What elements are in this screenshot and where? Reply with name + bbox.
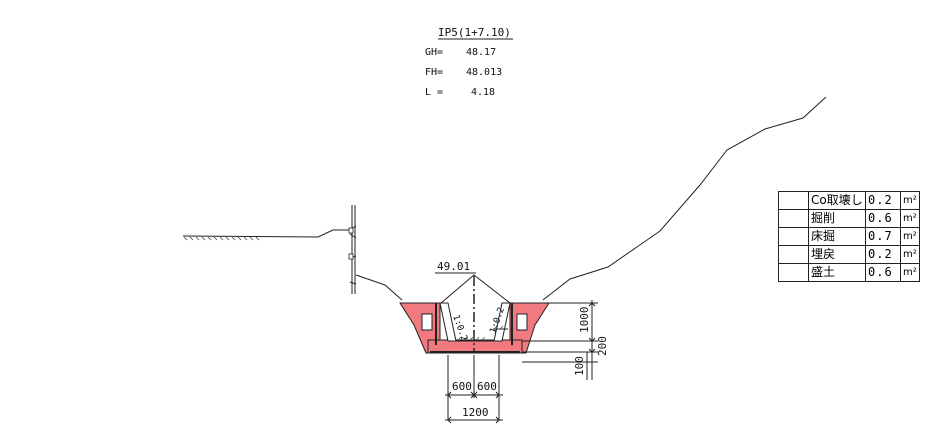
dim-sub: 100 bbox=[573, 356, 586, 376]
quantity-value: 0.2 bbox=[865, 191, 901, 210]
ip-label: IP5(1+7.10) bbox=[438, 26, 511, 39]
quantity-item: 掘削 bbox=[808, 209, 866, 228]
quantity-item: 床掘 bbox=[808, 227, 866, 246]
dim-base: 200 bbox=[596, 336, 609, 356]
dim-half-right: 600 bbox=[477, 380, 497, 393]
quantity-blank-cell bbox=[778, 245, 809, 264]
left-road-surface bbox=[182, 229, 349, 241]
ground-line-right bbox=[542, 96, 827, 301]
length-value: 4.18 bbox=[471, 87, 495, 98]
length-label: L = bbox=[425, 87, 443, 98]
fh-value: 48.013 bbox=[466, 67, 502, 78]
quantity-unit: m² bbox=[900, 227, 920, 246]
crown-elevation: 49.01 bbox=[437, 260, 470, 273]
quantity-item: 埋戻 bbox=[808, 245, 866, 264]
quantity-item: Co取壊し bbox=[808, 191, 866, 210]
quantity-unit: m² bbox=[900, 191, 920, 210]
gh-value: 48.17 bbox=[466, 47, 496, 58]
left-wall-post bbox=[348, 205, 357, 294]
quantity-blank-cell bbox=[778, 227, 809, 246]
quantity-blank-cell bbox=[778, 263, 809, 282]
vertical-dimensions bbox=[522, 300, 598, 380]
quantity-value: 0.7 bbox=[865, 227, 901, 246]
dim-total-width: 1200 bbox=[462, 406, 489, 419]
quantity-value: 0.6 bbox=[865, 263, 901, 282]
quantity-value: 0.6 bbox=[865, 209, 901, 228]
dim-half-left: 600 bbox=[452, 380, 472, 393]
horizontal-dimensions bbox=[445, 355, 503, 424]
quantity-unit: m² bbox=[900, 263, 920, 282]
quantity-blank-cell bbox=[778, 191, 809, 210]
dim-height: 1000 bbox=[578, 307, 591, 334]
fh-label: FH= bbox=[425, 67, 443, 78]
embankment-outline bbox=[440, 274, 511, 304]
quantity-unit: m² bbox=[900, 245, 920, 264]
quantity-value: 0.2 bbox=[865, 245, 901, 264]
ground-line-left bbox=[355, 274, 403, 301]
gh-label: GH= bbox=[425, 47, 443, 58]
quantity-unit: m² bbox=[900, 209, 920, 228]
quantity-blank-cell bbox=[778, 209, 809, 228]
quantity-item: 盛土 bbox=[808, 263, 866, 282]
channel-structure bbox=[421, 302, 528, 353]
